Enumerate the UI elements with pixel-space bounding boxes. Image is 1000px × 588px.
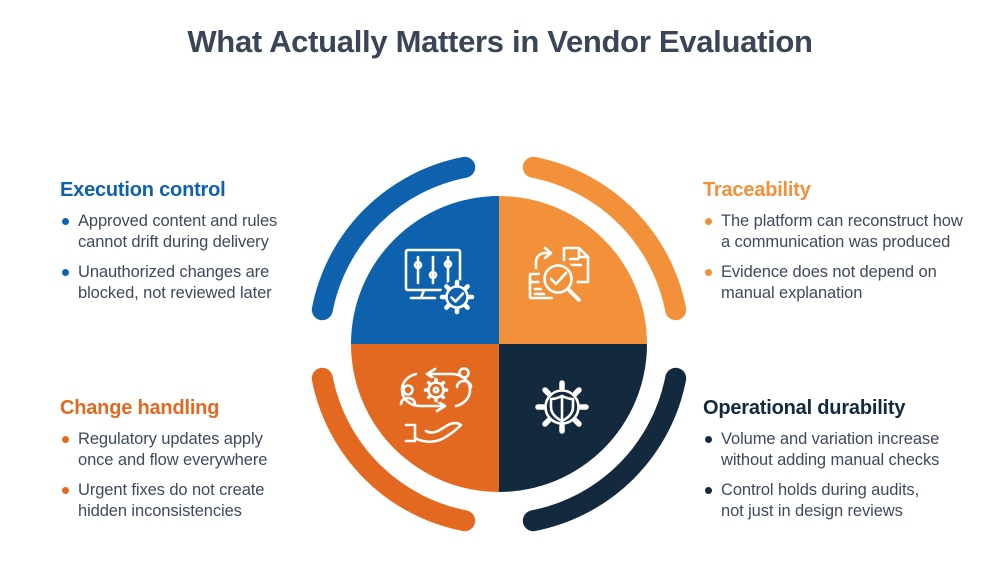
list-item: Volume and variation increase without ad… — [703, 429, 995, 471]
bullet-text: Control holds during audits, not just in… — [721, 481, 920, 520]
bullet-dot — [62, 436, 69, 443]
bullet-list: Volume and variation increase without ad… — [703, 429, 995, 522]
bullet-dot — [705, 487, 712, 494]
bullet-text: Urgent fixes do not create hidden incons… — [78, 481, 265, 520]
section-operational-durability: Operational durability Volume and variat… — [703, 397, 995, 522]
bullet-dot — [62, 269, 69, 276]
hand-cycle-gear-people-icon — [399, 367, 473, 444]
bullet-dot — [705, 436, 712, 443]
section-heading: Traceability — [703, 179, 811, 201]
bullet-text: Unauthorized changes are blocked, not re… — [78, 263, 272, 302]
list-item: Approved content and rules cannot drift … — [60, 211, 322, 253]
section-execution-control: Execution control Approved content and r… — [60, 179, 322, 304]
bullet-text: Volume and variation increase without ad… — [721, 430, 940, 469]
quadrant-circle-svg — [311, 156, 687, 532]
bullet-text: Regulatory updates apply once and flow e… — [78, 430, 268, 469]
bullet-dot — [62, 487, 69, 494]
bullet-list: The platform can reconstruct how a commu… — [703, 211, 995, 304]
section-traceability: Traceability The platform can reconstruc… — [703, 179, 995, 304]
list-item: The platform can reconstruct how a commu… — [703, 211, 995, 253]
ring-arc-top-right — [522, 156, 687, 321]
monitor-sliders-gear-check-icon — [404, 248, 475, 315]
bullet-list: Approved content and rules cannot drift … — [60, 211, 322, 304]
bullet-list: Regulatory updates apply once and flow e… — [60, 429, 322, 522]
bullet-text: Approved content and rules cannot drift … — [78, 212, 278, 251]
list-item: Urgent fixes do not create hidden incons… — [60, 480, 322, 522]
quadrant-circle-graphic — [294, 138, 704, 558]
list-item: Control holds during audits, not just in… — [703, 480, 995, 522]
ring-arc-top-left — [311, 156, 476, 321]
ring-arc-bottom-right — [522, 367, 687, 532]
ring-arc-bottom-left — [311, 367, 476, 532]
document-box-magnifier-check-icon — [528, 246, 590, 302]
bullet-text: Evidence does not depend on manual expla… — [721, 263, 937, 302]
bullet-text: The platform can reconstruct how a commu… — [721, 212, 963, 251]
section-heading: Operational durability — [703, 397, 906, 419]
gear-shield-icon — [535, 380, 589, 434]
list-item: Unauthorized changes are blocked, not re… — [60, 262, 322, 304]
section-heading: Execution control — [60, 179, 226, 201]
section-heading: Change handling — [60, 397, 220, 419]
bullet-dot — [62, 218, 69, 225]
bullet-dot — [705, 269, 712, 276]
list-item: Evidence does not depend on manual expla… — [703, 262, 995, 304]
section-change-handling: Change handling Regulatory updates apply… — [60, 397, 322, 522]
bullet-dot — [705, 218, 712, 225]
list-item: Regulatory updates apply once and flow e… — [60, 429, 322, 471]
page-title: What Actually Matters in Vendor Evaluati… — [187, 24, 813, 59]
